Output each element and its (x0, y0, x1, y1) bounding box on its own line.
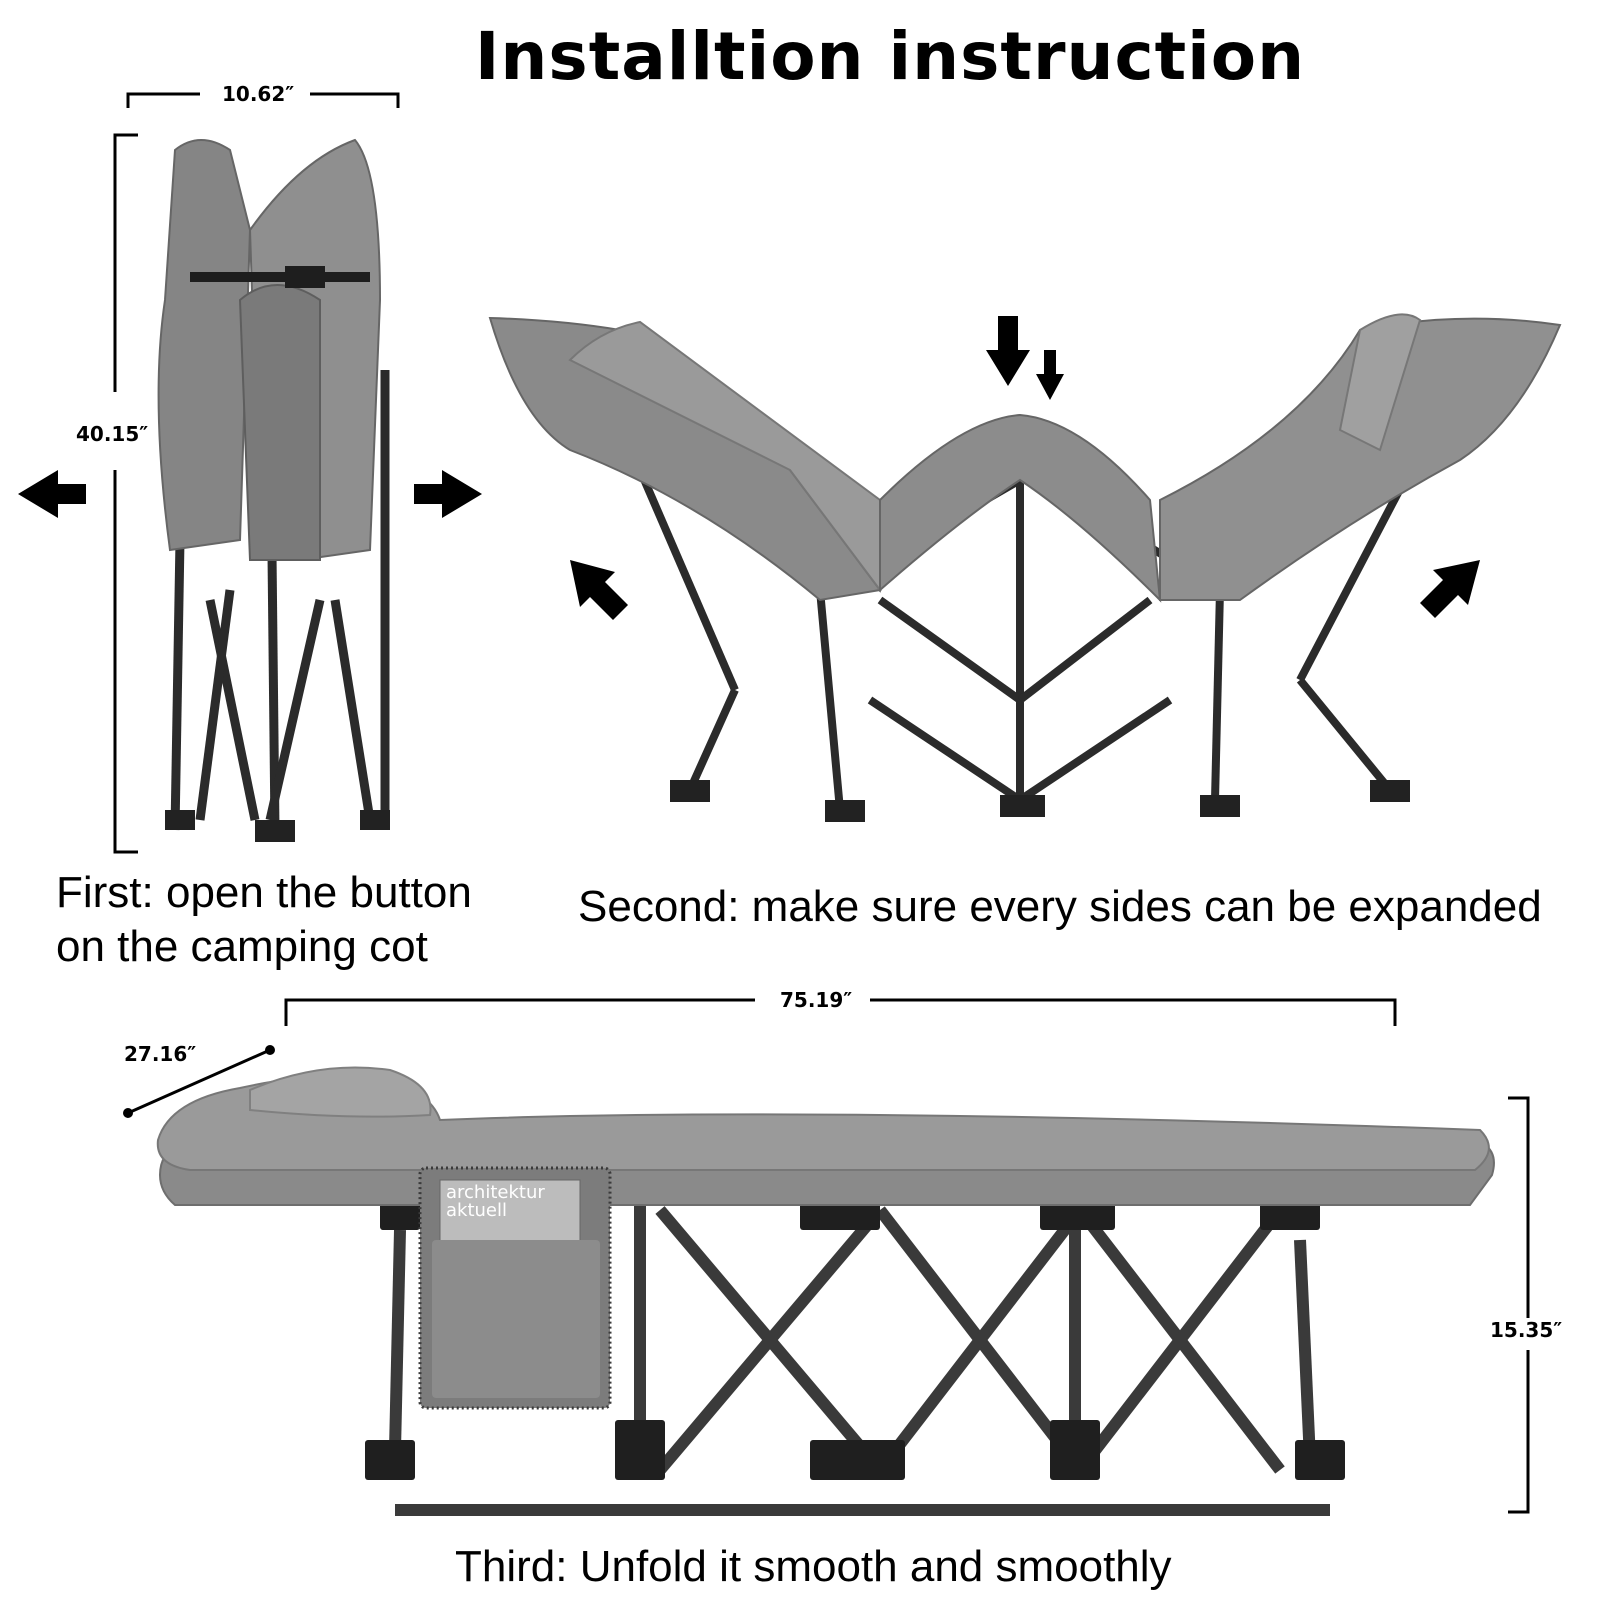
width-label: 27.16″ (124, 1042, 197, 1066)
expanding-cot-illustration (488, 313, 1562, 822)
arrow-up-right-icon (1420, 560, 1480, 618)
step-first-caption: First: open the button on the camping co… (56, 868, 472, 971)
arrow-right-icon (414, 470, 482, 518)
step-second-caption: Second: make sure every sides can be exp… (578, 882, 1542, 931)
page-title: Installtion instruction (474, 18, 1306, 95)
folded-width-dimension-line (126, 92, 400, 108)
length-label: 75.19″ (780, 988, 853, 1012)
height-dimension-line (1508, 1096, 1530, 1514)
folded-height-label: 40.15″ (76, 422, 149, 446)
length-dimension-line (284, 998, 1397, 1026)
unfolded-cot-illustration (123, 998, 1530, 1516)
arrow-left-icon (18, 470, 86, 518)
folded-cot-illustration (18, 92, 482, 854)
width-dimension-line (123, 1045, 275, 1118)
pocket-magazine-label: architektur aktuell (446, 1182, 545, 1221)
arrow-down-small-icon (1036, 350, 1064, 400)
arrow-down-large-icon (986, 316, 1030, 386)
height-label: 15.35″ (1490, 1318, 1563, 1342)
folded-height-dimension-line (113, 133, 138, 854)
step-third-caption: Third: Unfold it smooth and smoothly (455, 1542, 1172, 1591)
arrow-up-left-icon (570, 560, 628, 620)
folded-width-label: 10.62″ (222, 82, 295, 106)
